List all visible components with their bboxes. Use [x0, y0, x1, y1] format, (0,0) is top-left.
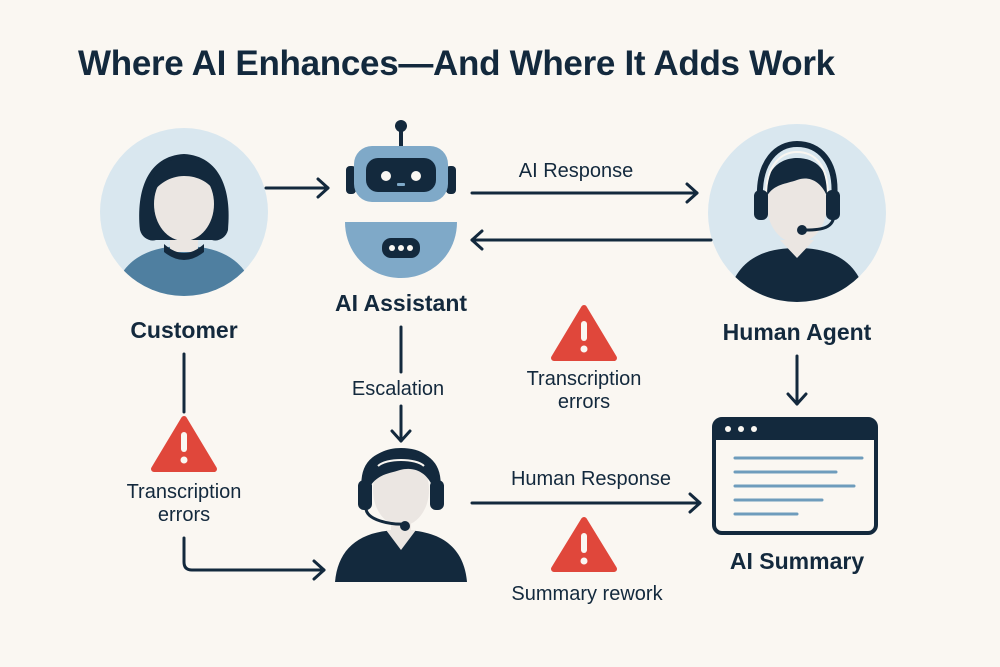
- arrow-customer-to-assistant: [264, 177, 330, 199]
- customer-label: Customer: [130, 317, 238, 343]
- warning-label-transcription-center: Transcription errors: [527, 368, 642, 414]
- human-response-label: Human Response: [510, 468, 672, 490]
- escalation-label: Escalation: [351, 378, 445, 400]
- arrow-escalation: [390, 325, 412, 443]
- warning-label-summary-rework: Summary rework: [511, 583, 662, 606]
- warning-label-line1: Transcription: [526, 368, 642, 390]
- arrow-customer-to-agent: [182, 352, 326, 581]
- ai-assistant-label: AI Assistant: [334, 290, 468, 316]
- headset-agent-icon: [708, 124, 886, 302]
- ai-summary-node: [712, 417, 878, 535]
- arrow-agent-to-summary: [786, 354, 808, 406]
- warning-label-line2: errors: [557, 391, 611, 413]
- warning-label-line1: Transcription: [126, 481, 242, 503]
- document-window-icon: [712, 417, 878, 535]
- warning-icon: [151, 416, 217, 472]
- arrow-agent-to-assistant: [470, 229, 713, 251]
- person-icon: [100, 128, 268, 296]
- warning-icon: [551, 517, 617, 572]
- diagram-title: Where AI Enhances—And Where It Adds Work: [78, 44, 835, 83]
- warning-label-line2: errors: [157, 504, 211, 526]
- robot-icon: [345, 120, 457, 278]
- arrow-ai-response: [470, 182, 699, 204]
- warning-label-line1: Summary rework: [511, 583, 663, 605]
- customer-node: [100, 128, 268, 296]
- warning-icon: [551, 305, 617, 361]
- human-agent-label: Human Agent: [722, 319, 872, 345]
- warning-label-transcription-left: Transcription errors: [127, 481, 242, 527]
- ai-response-label: AI Response: [518, 160, 634, 182]
- ai-assistant-node: [345, 120, 457, 278]
- headset-agent-icon: [335, 448, 467, 582]
- arrow-human-response: [470, 492, 702, 514]
- human-agent-node: [708, 124, 886, 302]
- ai-summary-label: AI Summary: [729, 548, 865, 574]
- escalation-agent-node: [335, 448, 467, 582]
